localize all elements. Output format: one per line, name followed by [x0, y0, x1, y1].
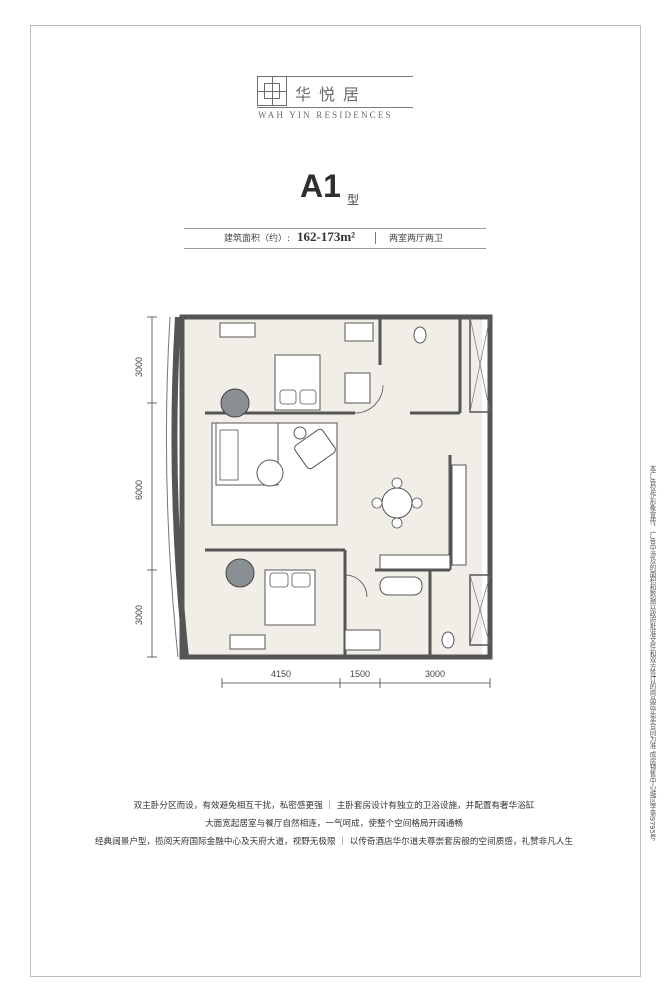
- description-line-1: 双主卧分区而设，有效避免相互干扰，私密感更强 ｜ 主卧套房设计有独立的卫浴设施，…: [133, 801, 535, 811]
- kitchen-counter: [379, 554, 451, 570]
- dim-v-0: 3000: [134, 357, 144, 377]
- dim-h-1: 1500: [350, 669, 370, 679]
- description-line-2: 大面宽起居室与餐厅自然相连，一气呵成，使整个空间格局开阔通畅: [205, 819, 463, 829]
- wardrobe: [344, 629, 381, 651]
- door-swing: [354, 384, 384, 414]
- toilet: [441, 631, 455, 649]
- armchair: [294, 428, 336, 470]
- page-frame: [30, 25, 641, 977]
- wardrobe: [344, 372, 371, 404]
- bathtub: [379, 576, 423, 596]
- area-separator: [375, 232, 376, 244]
- closet: [469, 316, 491, 413]
- wardrobe: [344, 322, 374, 342]
- dim-h-2: 3000: [425, 669, 445, 679]
- brand-logo-icon: [257, 76, 287, 106]
- room-layout: 两室两厅两卫: [389, 234, 444, 244]
- door-swing: [344, 574, 368, 598]
- coffee-table: [256, 459, 284, 487]
- description-line-3: 经典阔景户型，揽阅天府国际金融中心及天府大道，视野无极限 ｜ 以传奇酒店华尔道夫…: [94, 837, 574, 847]
- floor-plan: 3000 6000 3000 4150 1500 3000: [134, 314, 493, 688]
- toilet: [413, 326, 427, 344]
- legal-disclaimer: 本广告仅作形象宣传，广告中涉及的面积和数据以政府批准文件和双方签订的商品房买卖合…: [648, 465, 656, 841]
- round-table: [220, 388, 250, 418]
- brand-rule: [257, 107, 413, 108]
- dim-h-0: 4150: [271, 669, 291, 679]
- closet: [469, 574, 491, 646]
- round-table: [225, 558, 255, 588]
- outer-wall: [179, 314, 493, 660]
- facade-glass: [165, 316, 179, 658]
- desk: [229, 634, 266, 650]
- brand-name-en: WAH YIN RESIDENCES: [258, 110, 393, 120]
- unit-name: A1: [300, 168, 341, 204]
- desk: [219, 322, 256, 338]
- kitchen-counter: [451, 464, 467, 566]
- dining-table: [381, 487, 413, 519]
- area-rule-top: [184, 228, 486, 229]
- unit-type-suffix: 型: [347, 193, 360, 207]
- brand-name-cn: 华悦居: [295, 85, 368, 104]
- dim-v-2: 3000: [134, 605, 144, 625]
- area-rule-bottom: [184, 248, 486, 249]
- brand-rule-top: [287, 76, 413, 77]
- dim-v-1: 6000: [134, 480, 144, 500]
- area-value: 162-173m²: [297, 229, 356, 244]
- area-label: 建筑面积（约）:: [224, 234, 291, 244]
